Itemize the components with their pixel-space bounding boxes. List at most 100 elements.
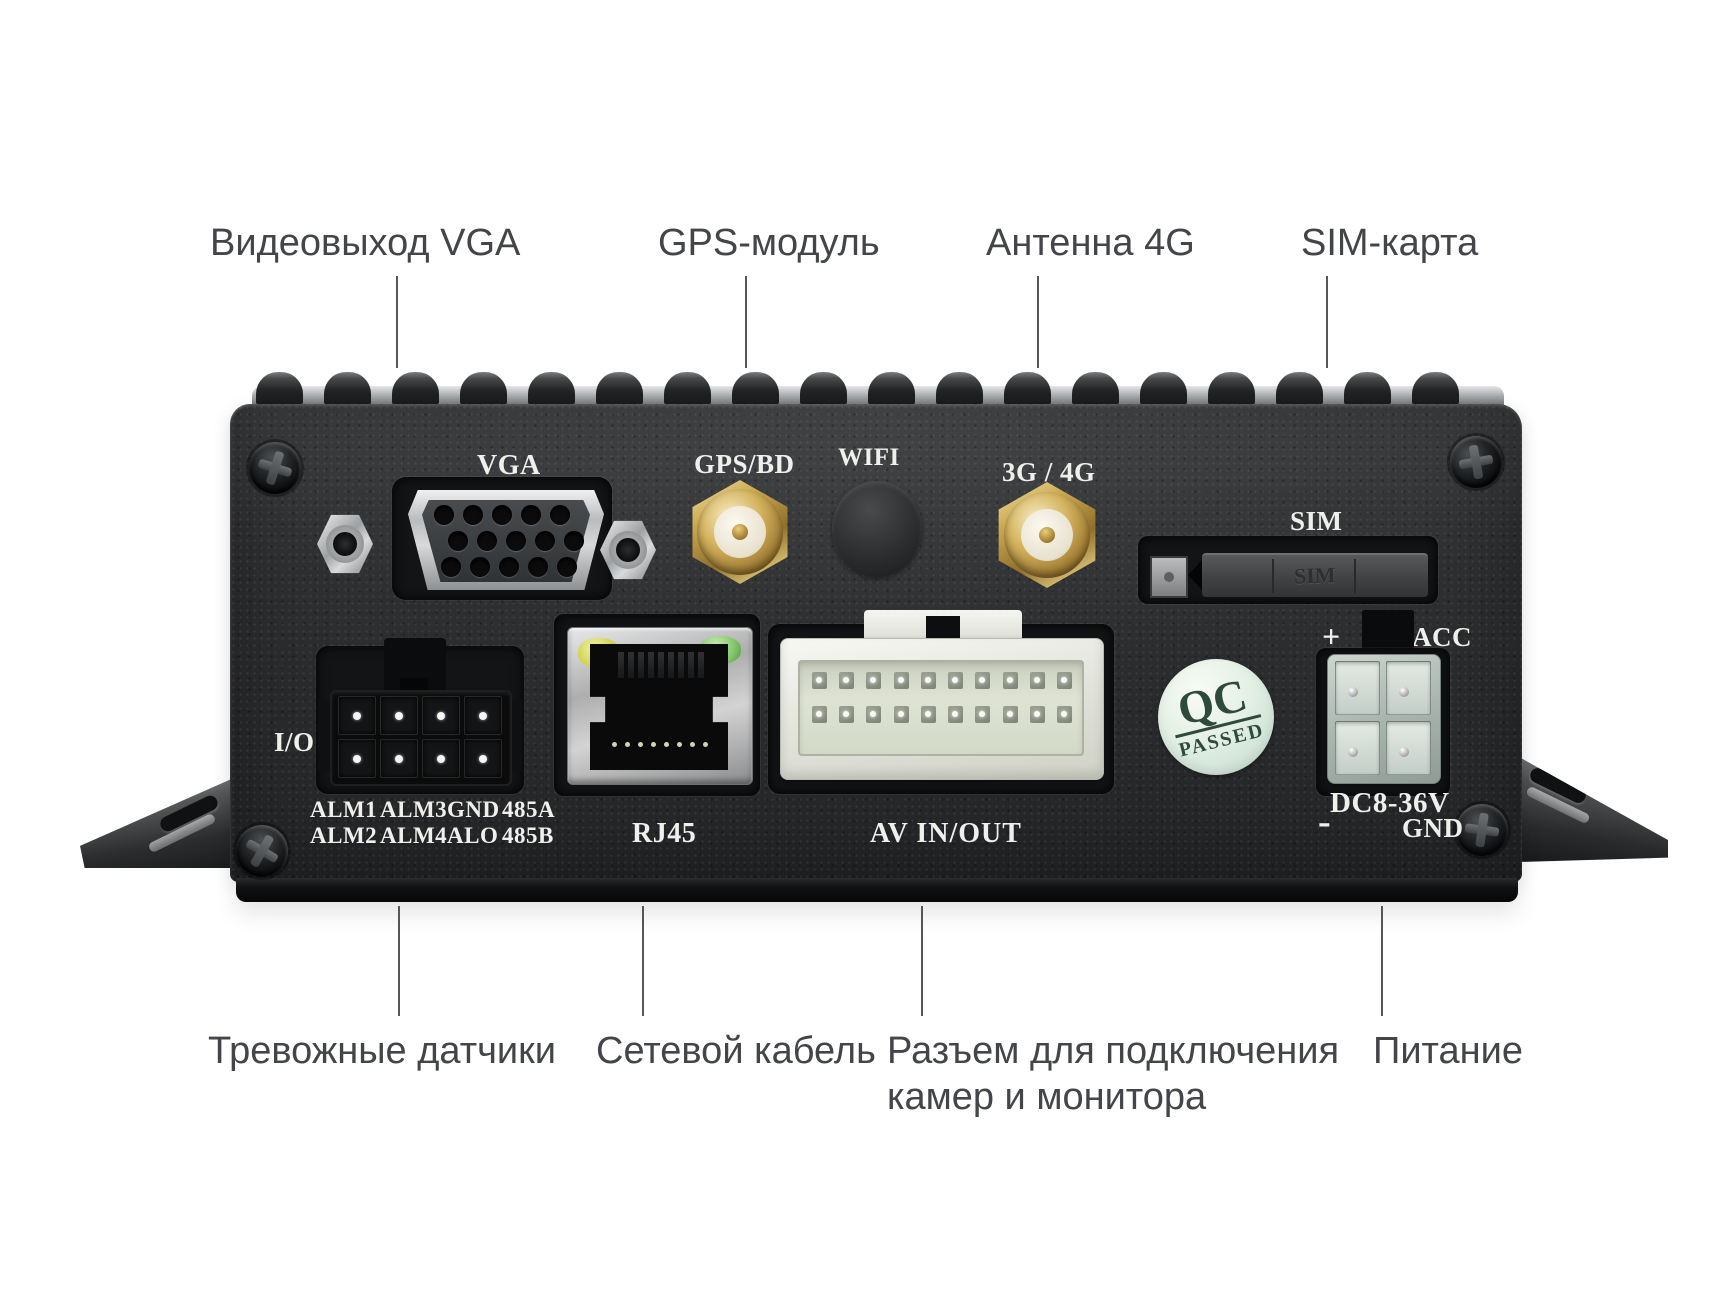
av-pin <box>812 706 827 723</box>
vga-pin-hole <box>463 505 483 525</box>
sim-eject-button <box>1150 556 1188 598</box>
callout-line-av <box>921 906 923 1016</box>
vga-pin-row-2 <box>448 531 584 551</box>
gps-antenna-connector <box>686 480 794 584</box>
av-pin <box>866 706 882 723</box>
av-pin <box>920 672 936 689</box>
av-pin <box>1029 706 1045 723</box>
power-plus-label: + <box>1322 618 1341 654</box>
vga-pin-hole <box>535 531 555 551</box>
vga-pin-row-1 <box>434 505 570 525</box>
wifi-label: WIFI <box>838 444 900 471</box>
av-pin <box>948 706 964 723</box>
av-pin <box>839 672 855 689</box>
vga-pin-hole <box>499 557 519 577</box>
io-pin-socket <box>422 696 460 735</box>
heatsink-fin <box>528 372 575 405</box>
av-pin <box>1056 672 1072 689</box>
io-pin-label: ALO <box>447 823 499 848</box>
heatsink-fin <box>1004 372 1051 405</box>
callout-line-sim <box>1326 276 1328 368</box>
io-pin-label: 485B <box>502 823 554 848</box>
callout-line-network <box>642 906 644 1016</box>
callout-label-alarm-sensors: Тревожные датчики <box>208 1030 556 1072</box>
heatsink-fin <box>256 372 303 405</box>
qc-passed-sticker: QC PASSED <box>1158 659 1274 775</box>
heatsink-fin <box>1276 372 1323 405</box>
av-pin <box>975 706 991 723</box>
vga-pin-hole <box>441 557 461 577</box>
callout-label-vga-output: Видеовыход VGA <box>210 222 521 264</box>
io-connector-latch <box>384 638 446 704</box>
heatsink-fins <box>256 372 1506 405</box>
vga-pin-hole <box>521 505 541 525</box>
av-pin-row-1 <box>812 672 1072 689</box>
io-pin-socket <box>422 739 460 778</box>
callout-label-av-connector-line1: Разъем для подключения <box>887 1030 1340 1072</box>
power-pin-sockets <box>1335 661 1431 775</box>
io-pin-label: GND <box>447 797 500 822</box>
av-pin <box>893 706 909 723</box>
vga-pin-hole <box>528 557 548 577</box>
device-base-plate <box>236 878 1518 902</box>
vga-pin-hole <box>434 505 454 525</box>
heatsink-fin <box>460 372 507 405</box>
vga-pin-hole <box>448 531 468 551</box>
callout-line-gps <box>745 276 747 368</box>
io-pin-socket <box>380 739 418 778</box>
io-pin-socket <box>464 696 502 735</box>
callout-label-gps-module: GPS-модуль <box>658 222 880 264</box>
cellular-port-label: 3G / 4G <box>1002 457 1096 487</box>
heatsink-fin <box>324 372 371 405</box>
heatsink-fin <box>1140 372 1187 405</box>
vga-port-label: VGA <box>477 450 541 481</box>
io-pin-label: 485A <box>502 797 556 822</box>
callout-label-sim-card: SIM-карта <box>1301 222 1479 264</box>
power-pin-socket <box>1386 721 1431 775</box>
callout-line-vga <box>396 276 398 368</box>
heatsink-fin <box>732 372 779 405</box>
io-pin-label: ALM4 <box>380 823 448 848</box>
callout-label-power: Питание <box>1373 1030 1523 1072</box>
power-pin-socket <box>1335 661 1380 715</box>
av-label: AV IN/OUT <box>870 818 1022 849</box>
cellular-antenna-connector <box>992 482 1102 588</box>
power-pin-socket <box>1386 661 1431 715</box>
sim-slot-label: SIM <box>1290 506 1343 536</box>
callout-label-network-cable: Сетевой кабель <box>596 1030 876 1072</box>
io-pin-label: ALM1 <box>310 797 378 822</box>
av-pin <box>1056 706 1072 723</box>
vga-pin-hole <box>564 531 584 551</box>
heatsink-fin <box>596 372 643 405</box>
sim-tray-emboss: SIM <box>1293 562 1337 589</box>
power-gnd-label: GND <box>1402 813 1464 843</box>
io-pin-socket <box>338 739 376 778</box>
av-pin <box>839 706 855 723</box>
rj45-label: RJ45 <box>632 818 697 849</box>
callout-line-power <box>1381 906 1383 1016</box>
vga-pin-hole <box>550 505 570 525</box>
heatsink-fin <box>936 372 983 405</box>
vga-pin-hole <box>557 557 577 577</box>
av-pin <box>893 672 909 689</box>
av-pin <box>1002 706 1018 723</box>
io-pin-sockets <box>338 696 502 778</box>
heatsink-fin <box>1344 372 1391 405</box>
av-pin-row-2 <box>812 706 1072 723</box>
callout-label-av-connector-line2: камер и монитора <box>887 1076 1207 1118</box>
heatsink-fin <box>392 372 439 405</box>
io-pin-label: ALM3 <box>380 797 448 822</box>
power-acc-label: ACC <box>1412 622 1472 652</box>
vga-pin-hole <box>477 531 497 551</box>
io-pin-socket <box>464 739 502 778</box>
rj45-contact-dots <box>612 742 708 747</box>
io-pin-socket <box>338 696 376 735</box>
heatsink-fin <box>868 372 915 405</box>
heatsink-fin <box>664 372 711 405</box>
mounting-bracket-left <box>80 777 234 868</box>
av-pin <box>975 672 991 689</box>
av-pin <box>866 672 882 689</box>
av-pin <box>812 672 827 689</box>
vga-pin-row-3 <box>441 557 577 577</box>
